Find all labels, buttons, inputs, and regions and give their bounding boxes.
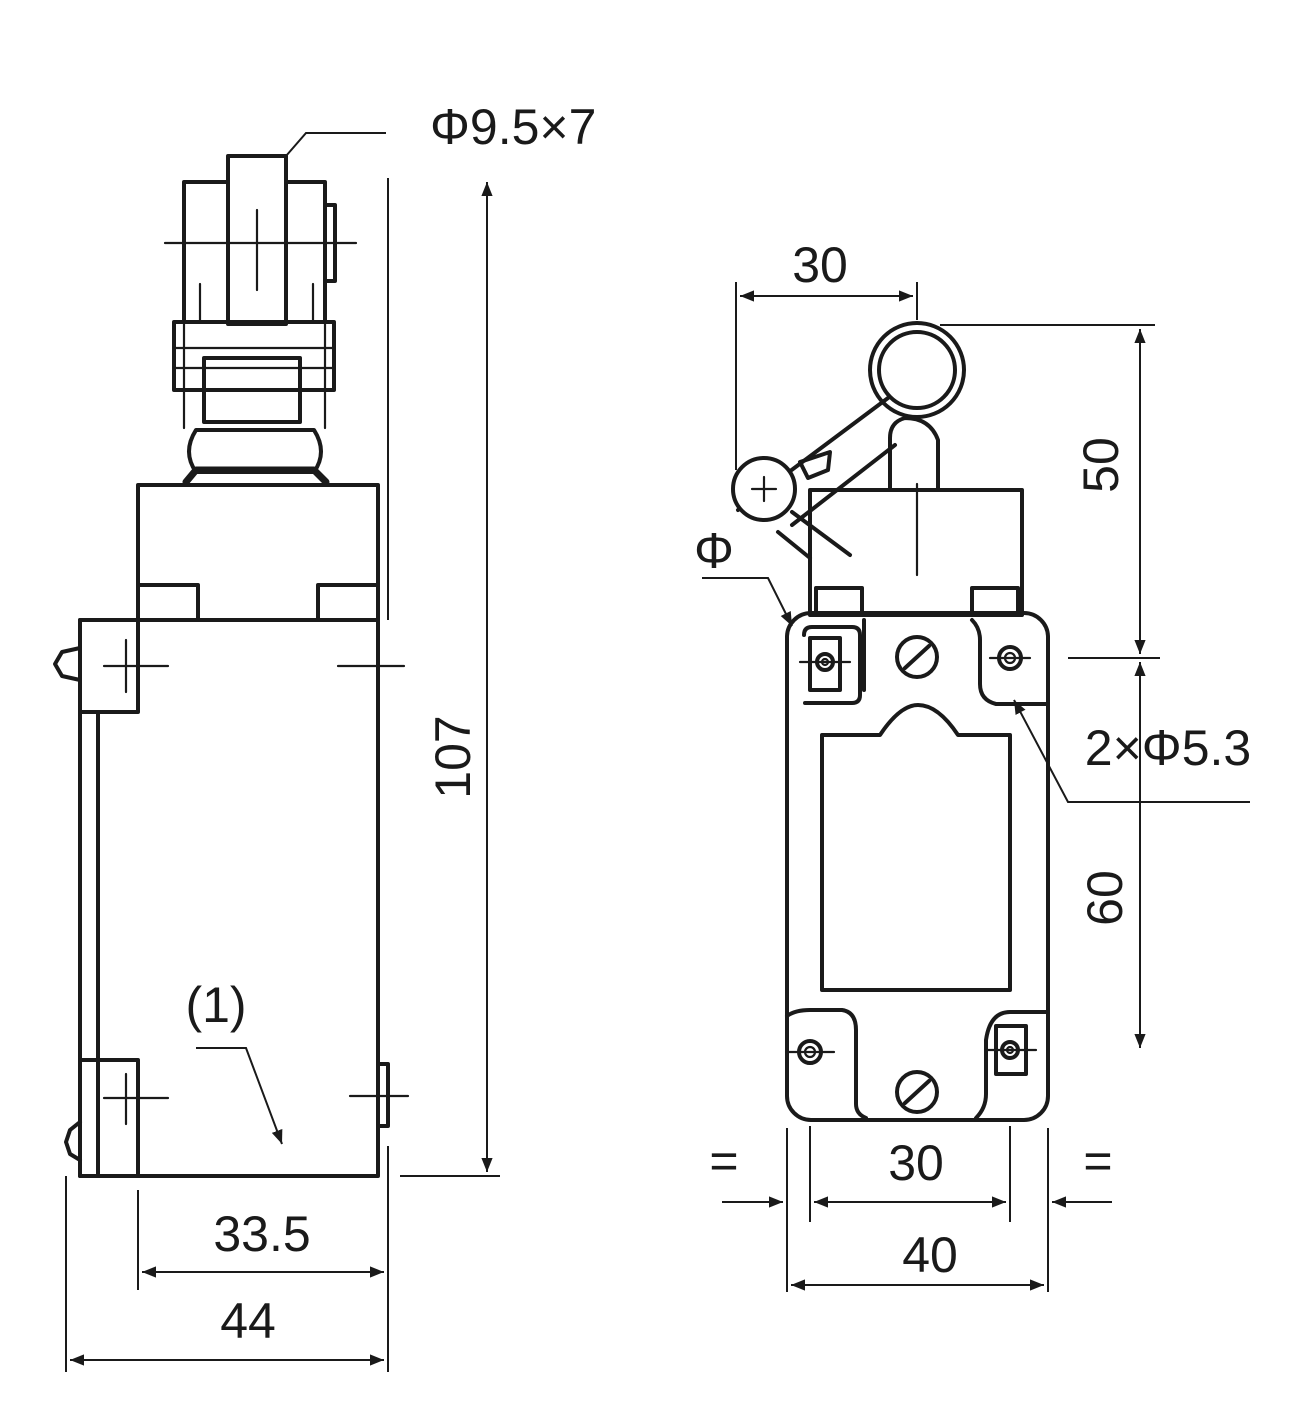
roller-fork — [163, 154, 358, 430]
hole-spacing-dimension-label: 30 — [888, 1135, 944, 1191]
hole-dimension-label: 2×Φ5.3 — [1085, 720, 1251, 776]
roller-leader — [285, 132, 386, 157]
phi-leader — [702, 577, 793, 627]
hole-leader — [1013, 699, 1250, 803]
roller-lever — [731, 321, 966, 560]
height-dimension-label: 107 — [425, 715, 481, 798]
arm-length-dimension-label: 30 — [792, 237, 848, 293]
front-view: 30 50 60 Φ 2×Φ5.3 = = 30 40 — [694, 237, 1251, 1292]
inner-width-dimension-label: 33.5 — [213, 1206, 310, 1262]
part-callout-leader — [196, 1047, 283, 1145]
plunger-dome — [187, 428, 323, 474]
equal-right-label: = — [1083, 1133, 1112, 1189]
part-callout-label: (1) — [185, 977, 246, 1033]
upper-height-dimension-label: 50 — [1073, 437, 1129, 493]
phi-label: Φ — [694, 523, 734, 579]
front-total-width-dimension-label: 40 — [902, 1227, 958, 1283]
head-block — [136, 483, 380, 622]
front-body-block — [784, 611, 1050, 1122]
side-view: Φ9.5×7 107 33.5 44 (1) — [53, 99, 596, 1372]
equal-left-label: = — [709, 1133, 738, 1189]
roller-dimension-label: Φ9.5×7 — [430, 99, 596, 155]
total-width-dimension-label: 44 — [220, 1293, 276, 1349]
lower-height-dimension-label: 60 — [1077, 870, 1133, 926]
body-block — [53, 618, 410, 1178]
